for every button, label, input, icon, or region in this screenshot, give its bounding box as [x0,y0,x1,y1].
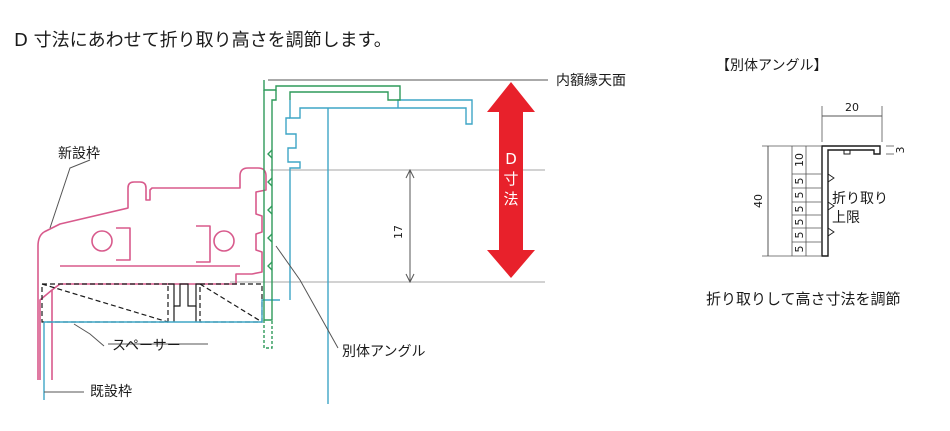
new-frame-outline [37,167,267,380]
detail-step-2: 5 [793,192,806,199]
leader-new-frame [49,159,91,229]
d-dimension-label-d: D [505,150,517,168]
detail-step-1: 5 [793,178,806,185]
dimension-17: 17 [392,168,415,284]
detail-heading: 【別体アングル】 [716,58,827,74]
existing-frame [43,99,473,404]
label-spacer: スペーサー [112,338,181,354]
label-existing-frame: 既設枠 [90,384,132,400]
page-title: D 寸法にあわせて折り取り高さを調節します。 [14,30,392,51]
detail-step-5: 5 [793,232,806,239]
detail-dim-40: 40 [752,194,765,208]
detail-break-label-1: 折り取り [832,191,888,207]
leader-spacer [73,323,105,347]
detail-step-3: 5 [793,206,806,213]
detail-step-4: 5 [793,219,806,226]
angle-detail: 【別体アングル】 20 3 40 10 5 5 5 5 5 5 [706,58,907,308]
label-inner-frame-top: 内額縁天面 [556,73,626,89]
detail-break-label-2: 上限 [832,210,860,226]
dimension-17-label: 17 [392,225,405,239]
detail-step-0: 10 [793,153,806,167]
d-dimension-label-1: 寸 [503,170,518,188]
d-dimension-label-2: 法 [503,190,518,208]
detail-dim-3: 3 [894,147,907,154]
detail-step-6: 5 [793,246,806,253]
label-new-frame: 新設枠 [58,146,100,162]
label-separate-angle: 別体アングル [342,344,425,360]
leader-separate-angle [275,245,339,349]
section-drawing: 17 D 寸 法 内額縁天面 新設枠 スペーサー 既設枠 別体アングル [37,73,626,404]
separate-angle [263,80,401,349]
detail-caption: 折り取りして高さ寸法を調節 [706,290,901,308]
spacer [41,283,263,323]
detail-dim-20: 20 [845,101,859,114]
detail-angle-profile [821,145,881,257]
d-dimension-arrow: D 寸 法 [487,82,535,278]
